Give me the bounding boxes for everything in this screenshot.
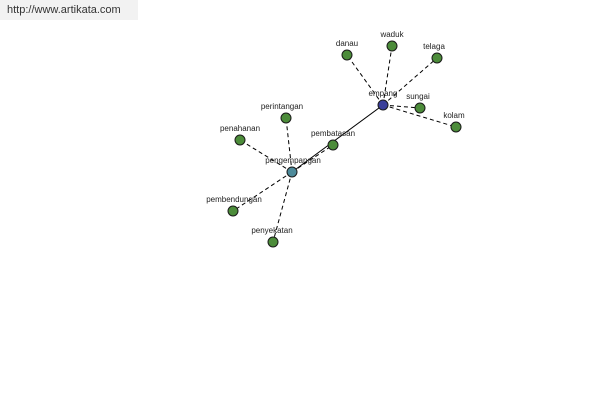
node-kolam[interactable]: kolam <box>443 111 465 133</box>
node-label-kolam: kolam <box>443 111 465 120</box>
node-pembatasan[interactable]: pembatasan <box>311 129 355 151</box>
edge-empang-telaga <box>382 57 438 106</box>
node-label-pembatasan: pembatasan <box>311 129 355 138</box>
node-perintangan[interactable]: perintangan <box>261 102 303 124</box>
edge-empang-waduk <box>382 45 393 106</box>
edge-pengempangan-penyekatan <box>272 171 293 243</box>
edge-empang-pengempangan <box>291 104 384 173</box>
nodes-layer: empang pengempangan danau waduk telaga sungai… <box>206 30 465 248</box>
node-circle-penyekatan[interactable] <box>267 236 279 248</box>
edge-pengempangan-pembendungan <box>232 171 293 212</box>
node-label-pembendungan: pembendungan <box>206 195 262 204</box>
node-telaga[interactable]: telaga <box>423 42 445 64</box>
node-label-penahanan: penahanan <box>220 124 260 133</box>
edges-layer <box>232 45 457 243</box>
watermark-url: http://www.artikata.com <box>0 0 138 20</box>
node-label-sungai: sungai <box>406 92 430 101</box>
node-label-pengempangan: pengempangan <box>265 156 321 165</box>
node-circle-sungai[interactable] <box>414 102 426 114</box>
node-circle-empang[interactable] <box>377 99 389 111</box>
edge-pengempangan-pembatasan <box>291 144 334 173</box>
node-empang[interactable]: empang <box>369 89 398 111</box>
node-circle-pengempangan[interactable] <box>286 166 298 178</box>
node-waduk[interactable]: waduk <box>379 30 405 52</box>
edge-empang-kolam <box>382 104 457 128</box>
node-label-empang: empang <box>369 89 398 98</box>
node-label-waduk: waduk <box>379 30 404 39</box>
edge-pengempangan-penahanan <box>239 139 293 173</box>
node-circle-pembatasan[interactable] <box>327 139 339 151</box>
edge-pengempangan-perintangan <box>285 117 293 173</box>
node-pembendungan[interactable]: pembendungan <box>206 195 262 217</box>
node-circle-danau[interactable] <box>341 49 353 61</box>
node-sungai[interactable]: sungai <box>406 92 430 114</box>
node-label-penyekatan: penyekatan <box>251 226 292 235</box>
node-circle-perintangan[interactable] <box>280 112 292 124</box>
node-penahanan[interactable]: penahanan <box>220 124 260 146</box>
node-circle-penahanan[interactable] <box>234 134 246 146</box>
node-circle-waduk[interactable] <box>386 40 398 52</box>
node-pengempangan[interactable]: pengempangan <box>265 156 321 178</box>
node-label-danau: danau <box>336 39 358 48</box>
edge-empang-sungai <box>382 104 421 109</box>
node-danau[interactable]: danau <box>336 39 358 61</box>
node-penyekatan[interactable]: penyekatan <box>251 226 293 248</box>
node-circle-pembendungan[interactable] <box>227 205 239 217</box>
node-label-telaga: telaga <box>423 42 445 51</box>
node-label-perintangan: perintangan <box>261 102 303 111</box>
node-circle-telaga[interactable] <box>431 52 443 64</box>
node-circle-kolam[interactable] <box>450 121 462 133</box>
edge-empang-danau <box>346 54 384 106</box>
